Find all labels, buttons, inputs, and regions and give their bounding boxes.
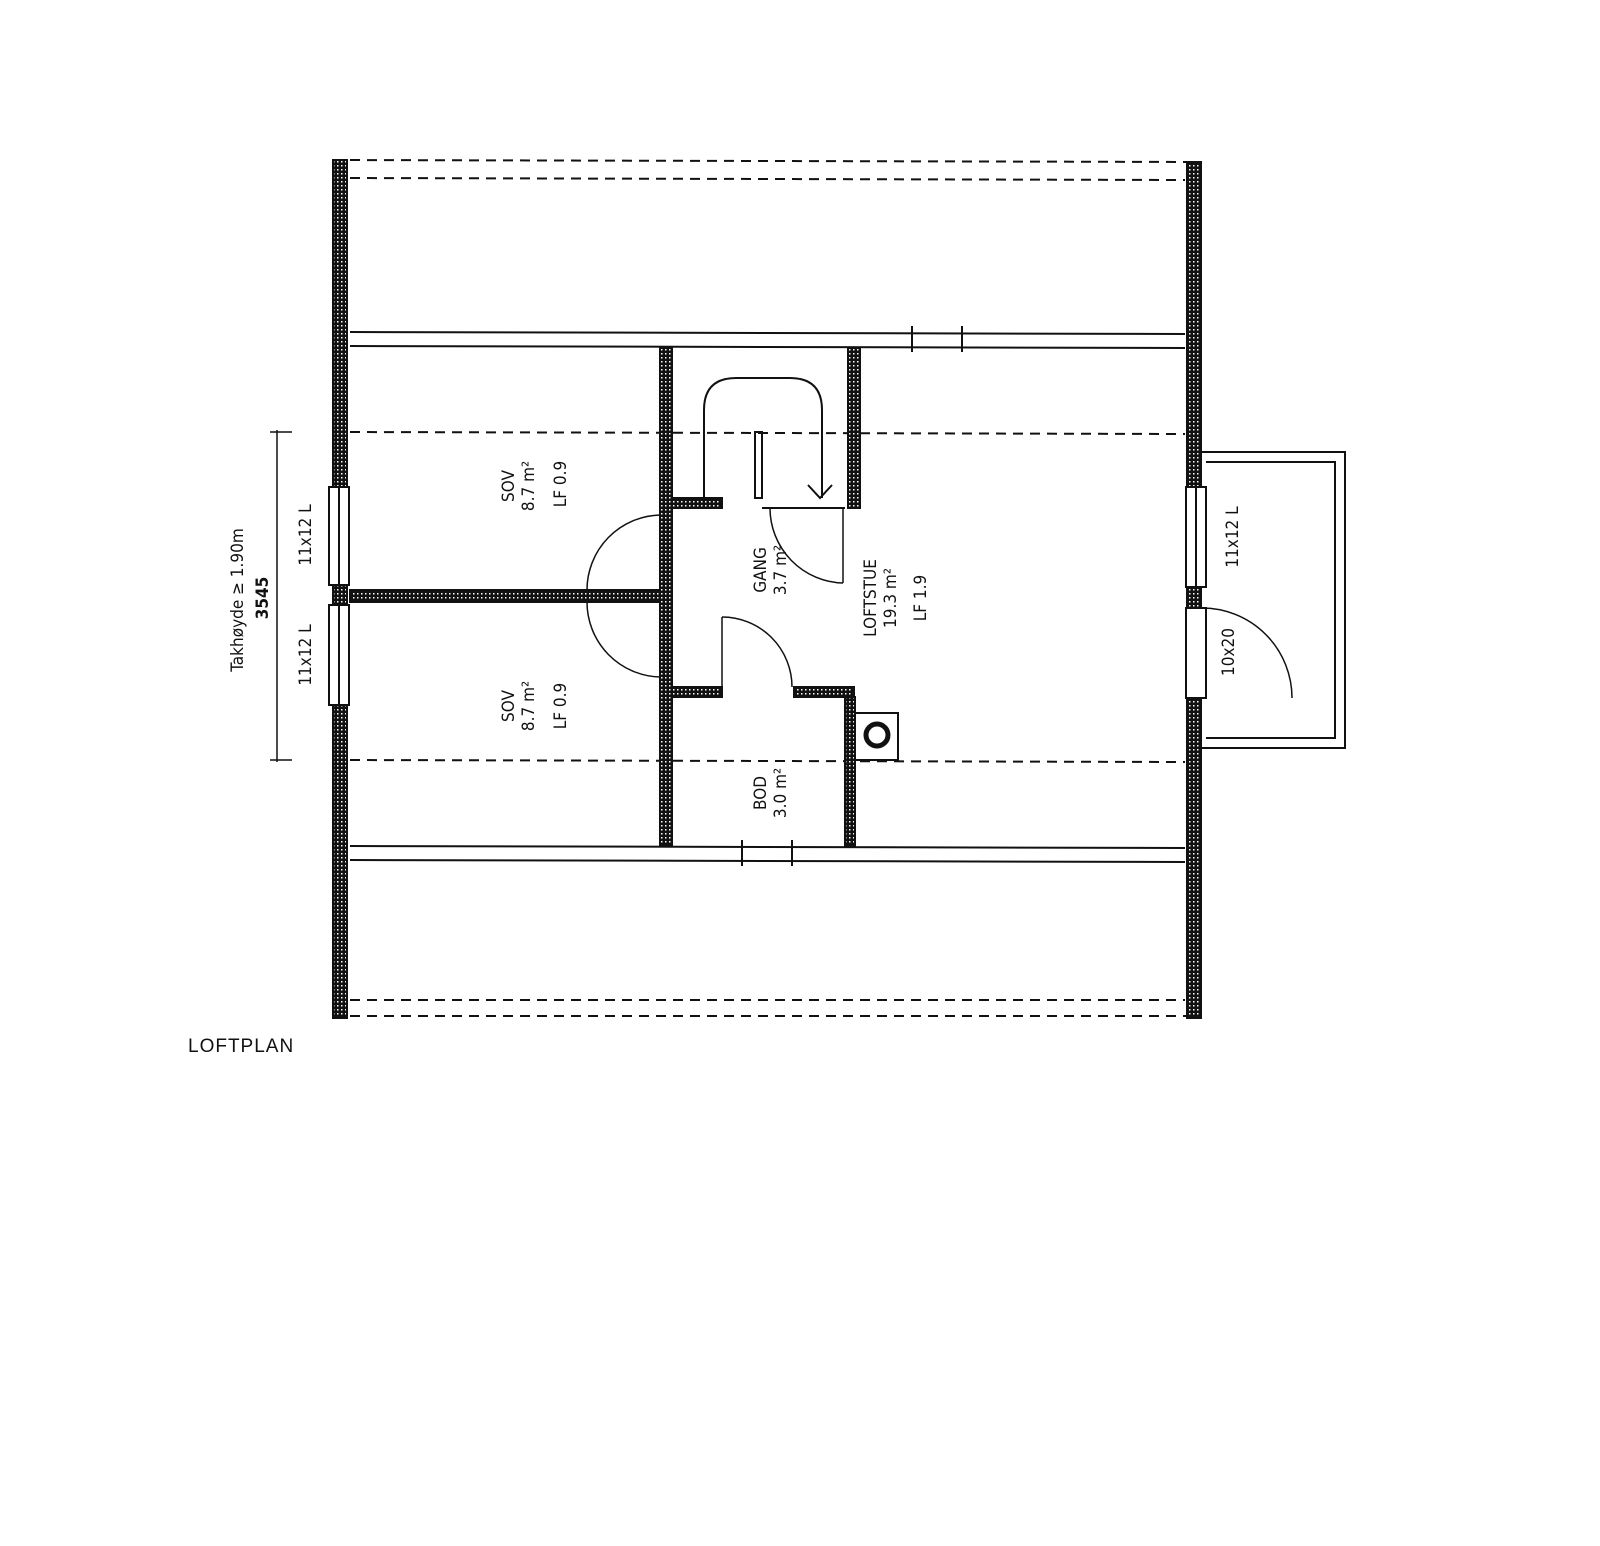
plan-title: LOFTPLAN: [188, 1036, 295, 1057]
dimension-value: 3545: [253, 577, 273, 620]
window-label-left-lower: 11x12 L: [296, 624, 316, 686]
room-name-gang: GANG: [751, 547, 771, 593]
window-label-left-upper: 11x12 L: [296, 504, 316, 566]
balcony-door-label: 10x20: [1219, 628, 1239, 676]
doors: [586, 507, 1293, 699]
room-area-sov-1: 8.7 m²: [519, 461, 539, 511]
windows: [328, 486, 1207, 706]
room-name-sov-2: SOV: [499, 690, 519, 722]
room-name-loftstue: LOFTSTUE: [861, 559, 881, 637]
window-label-right: 11x12 L: [1223, 506, 1243, 568]
room-area-gang: 3.7 m²: [771, 545, 791, 595]
room-area-sov-2: 8.7 m²: [519, 681, 539, 731]
roof-outline: [332, 159, 1203, 1017]
left-wall: [332, 159, 348, 1019]
stair: [703, 377, 845, 509]
room-area-loftstue: 19.3 m²: [881, 568, 901, 628]
knee-walls: [349, 326, 1186, 866]
room-area-bod: 3.0 m²: [771, 768, 791, 818]
room-name-bod: BOD: [751, 776, 771, 810]
right-wall: [1186, 161, 1202, 1019]
room-lf-sov-2: LF 0.9: [551, 683, 571, 729]
room-lf-loftstue: LF 1.9: [911, 575, 931, 621]
chimney: [854, 712, 899, 761]
interior-walls: [349, 347, 861, 847]
balcony: [1202, 451, 1346, 749]
dimension-label: Takhøyde ≥ 1.90m: [228, 528, 248, 672]
room-name-sov-1: SOV: [499, 470, 519, 502]
dimension-line: [270, 430, 292, 762]
room-lf-sov-1: LF 0.9: [551, 461, 571, 507]
